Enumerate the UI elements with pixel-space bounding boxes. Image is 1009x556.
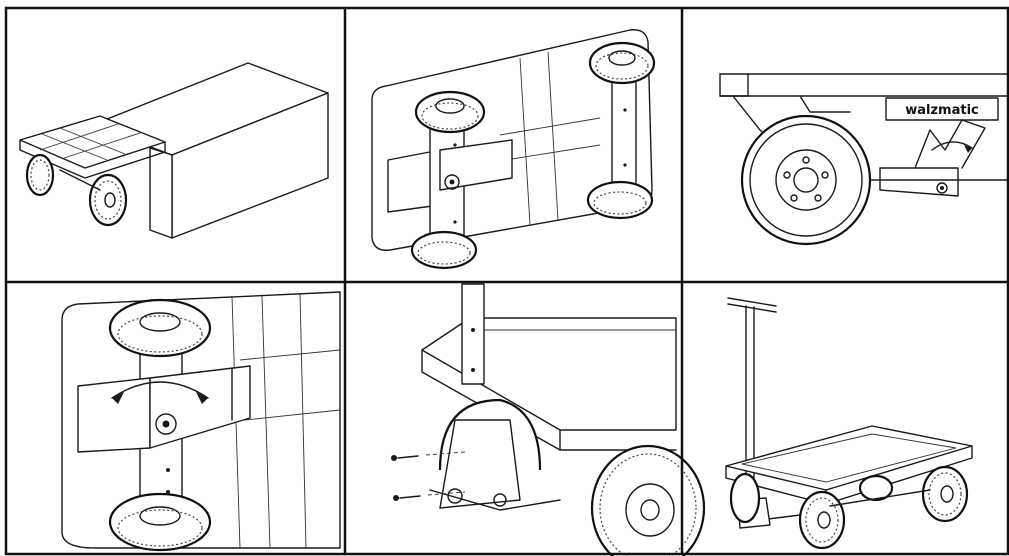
wheel-rear-left (858, 474, 894, 502)
wheel-front-top (414, 90, 486, 134)
rotation-arrow (931, 141, 973, 151)
wheel-top-closeup (108, 298, 212, 358)
rotation-arrow-large (111, 381, 209, 399)
panel-5-handle-installation (391, 283, 706, 556)
wheel-side (740, 114, 872, 246)
brand-label: walzmatic (905, 103, 979, 118)
steering-arm (879, 167, 959, 197)
brand-plate (885, 97, 999, 121)
panel-2-underside-steering (371, 29, 656, 270)
panel-6-assembled-wagon (725, 297, 973, 550)
wheel-front (88, 173, 128, 227)
handle-bar (461, 283, 485, 385)
wheel-front-bottom (410, 230, 478, 270)
panel-grid-frame (4, 6, 1009, 556)
cover-box-end (149, 147, 173, 239)
wheel-rear-right (921, 465, 969, 523)
bolt-lower (393, 491, 466, 501)
bolt-upper (391, 451, 466, 461)
wheel-rear-bottom (586, 180, 654, 220)
wheel-rear-top (588, 41, 656, 85)
hitch-bracket (439, 419, 521, 509)
wheel-bottom-closeup (108, 492, 212, 552)
wheel-front-closeup (590, 444, 706, 556)
panel-4-axle-rotation (61, 291, 341, 552)
panel-3-side-detail: walzmatic (719, 73, 1008, 246)
panel-1-wagon-with-cover (19, 62, 329, 239)
wheel-front-left (729, 472, 761, 524)
axle-bracket (77, 377, 151, 453)
